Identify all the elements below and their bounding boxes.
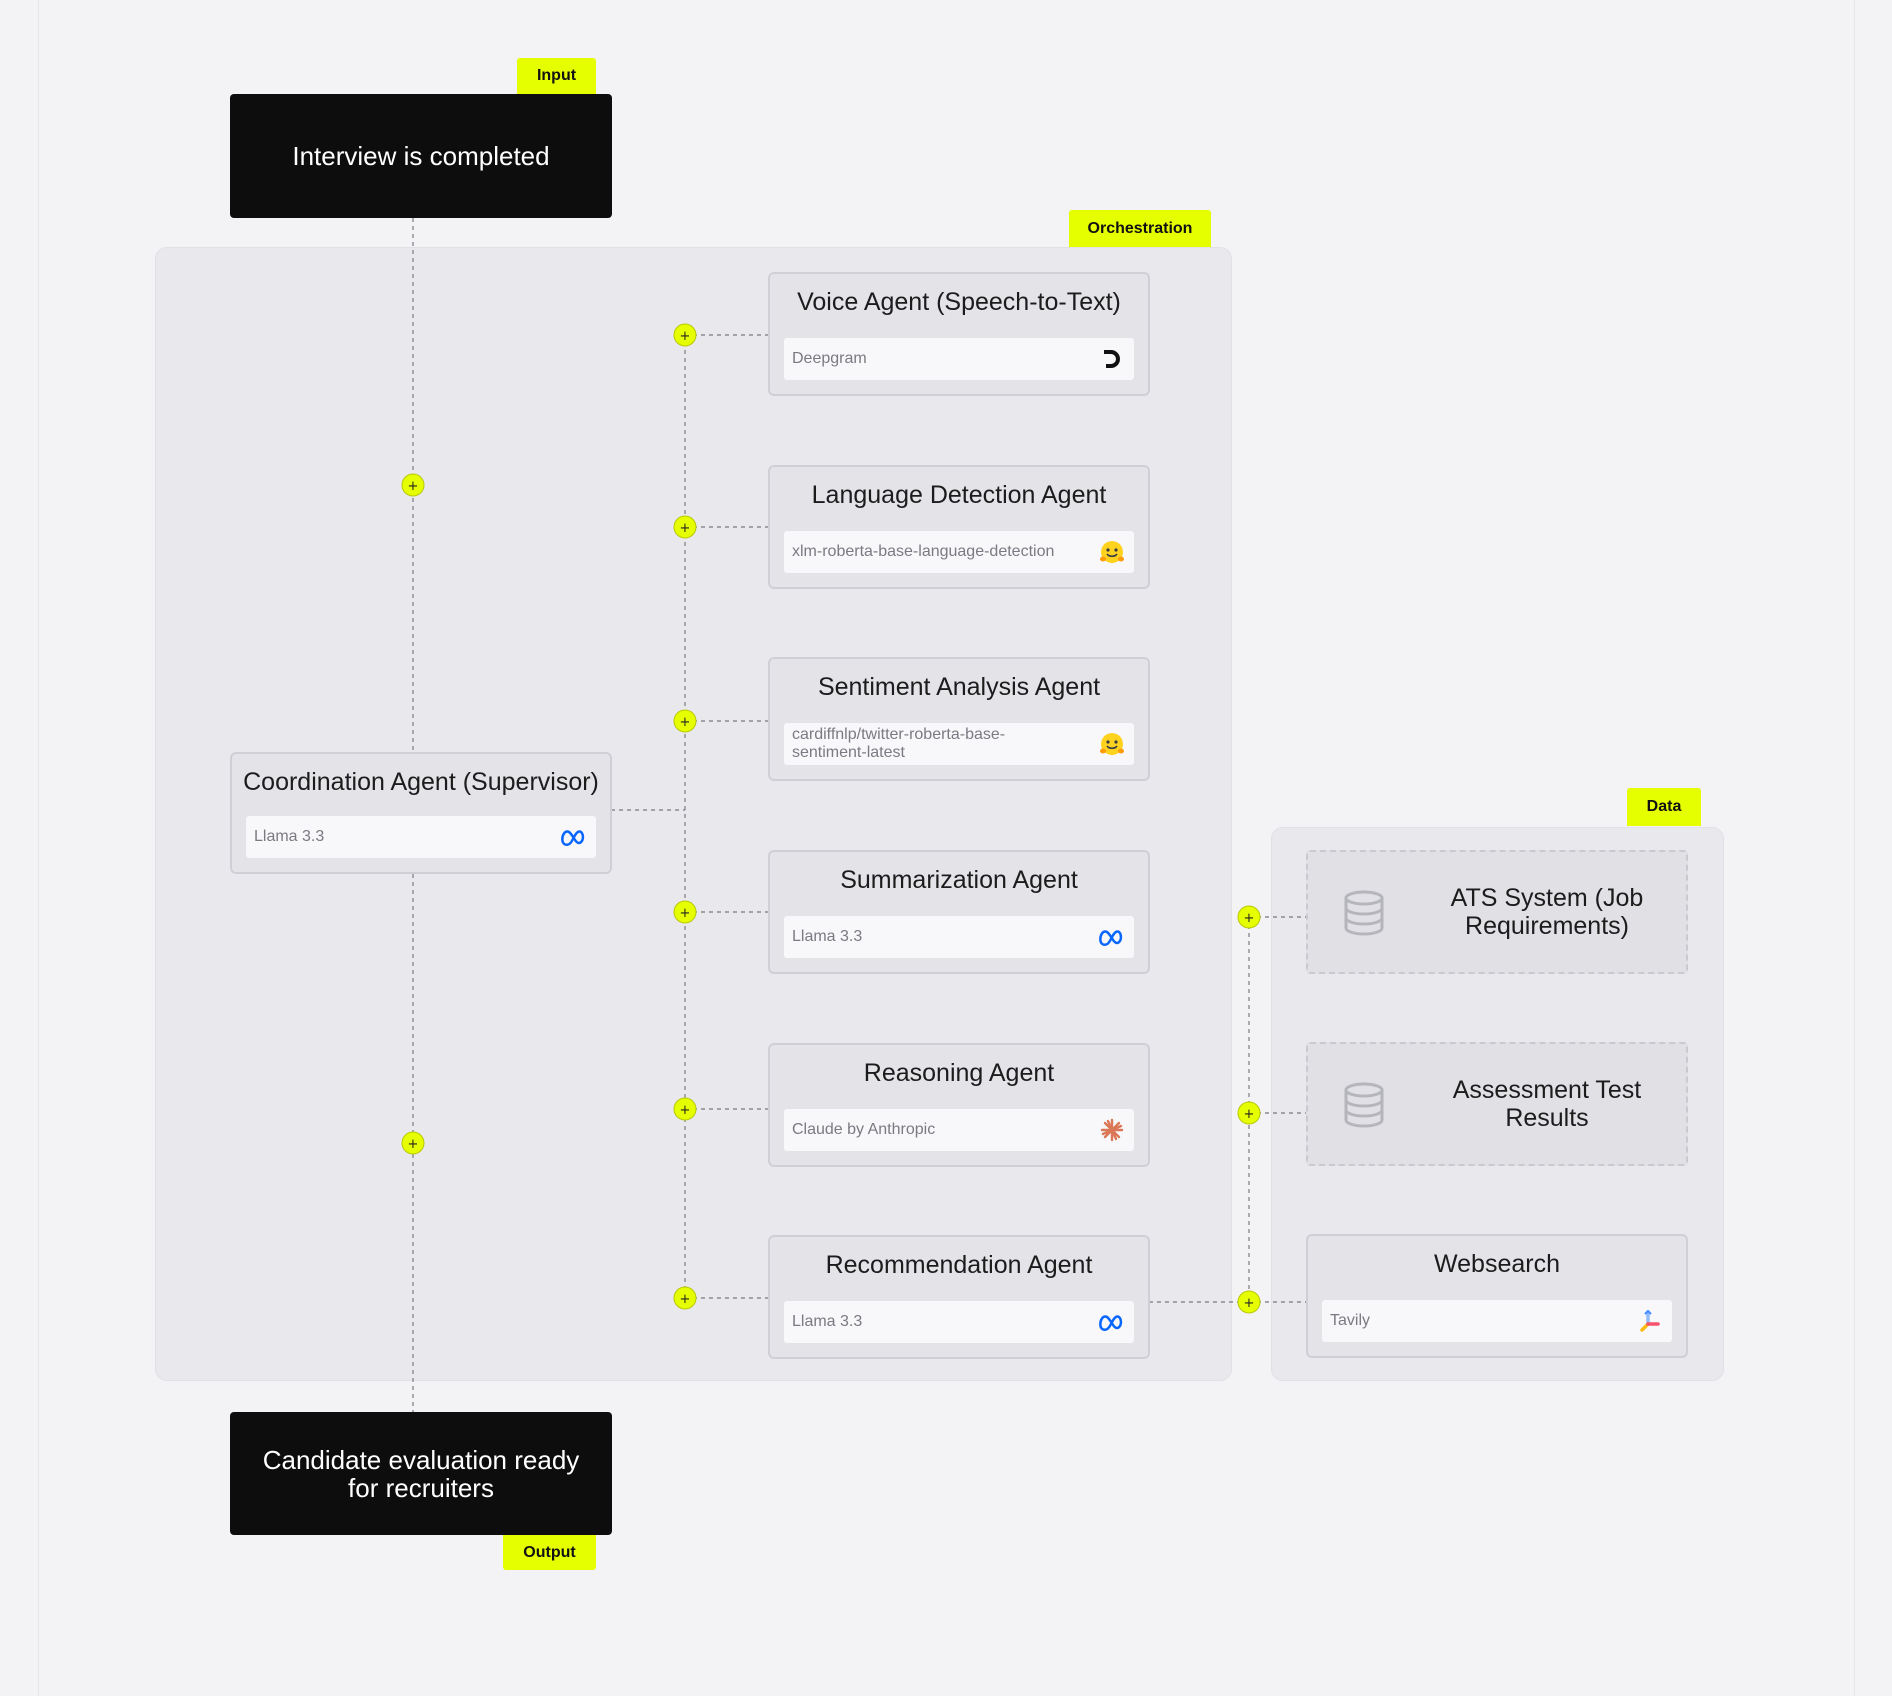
svg-text:+: + [680, 715, 691, 730]
flow-dot [401, 1131, 425, 1155]
huggingface-icon [1098, 730, 1126, 758]
agent-model: Deepgram [792, 350, 867, 367]
output-tag: Output [503, 1535, 596, 1570]
svg-text:+: + [408, 479, 419, 494]
svg-text:+: + [408, 1137, 419, 1152]
svg-text:+: + [680, 1292, 691, 1307]
flow-dot [673, 900, 697, 924]
coordinator-title: Coordination Agent (Supervisor) [243, 768, 599, 796]
flow-dot [1237, 1101, 1261, 1125]
agent-model-field: cardiffnlp/twitter-roberta-base-sentimen… [784, 723, 1134, 765]
websearch-model: Tavily [1330, 1312, 1371, 1329]
anthropic-icon [1098, 1116, 1126, 1144]
svg-text:+: + [680, 329, 691, 344]
agent-model: Claude by Anthropic [792, 1121, 936, 1138]
agent-model-field: Llama 3.3 [784, 916, 1134, 958]
agent-title: Sentiment Analysis Agent [817, 673, 1101, 701]
flow-dot [673, 1097, 697, 1121]
websearch-model-field: Tavily [1322, 1300, 1672, 1342]
output-box: Candidate evaluation ready for recruiter… [230, 1412, 612, 1535]
agent-card-summarization[interactable]: Summarization Agent Llama 3.3 [768, 850, 1150, 974]
data-card-assessment[interactable]: Assessment Test Results [1306, 1042, 1688, 1166]
agent-title: Reasoning Agent [863, 1059, 1055, 1087]
flow-dot [1237, 905, 1261, 929]
coordinator-model-field: Llama 3.3 [246, 816, 596, 858]
agent-model: cardiffnlp/twitter-roberta-base-sentimen… [792, 726, 1006, 761]
data-card-ats[interactable]: ATS System (Job Requirements) [1306, 850, 1688, 974]
input-tag: Input [517, 58, 596, 94]
flow-dot [401, 473, 425, 497]
websearch-card[interactable]: Websearch Tavily [1306, 1234, 1688, 1358]
svg-text:+: + [680, 1103, 691, 1118]
meta-icon [1098, 1308, 1126, 1336]
svg-text:+: + [680, 906, 691, 921]
agent-title: Summarization Agent [840, 866, 1078, 894]
input-box: Interview is completed [230, 94, 612, 218]
data-tag: Data [1627, 788, 1701, 826]
coordinator-card[interactable]: Coordination Agent (Supervisor) Llama 3.… [230, 752, 612, 874]
flow-dot [673, 1286, 697, 1310]
orchestration-tag: Orchestration [1069, 210, 1211, 247]
deepgram-icon [1098, 345, 1126, 373]
agent-model-field: xlm-roberta-base-language-detection [784, 531, 1134, 573]
data-source-title: Assessment Test Results [1452, 1076, 1642, 1132]
agent-model: Llama 3.3 [792, 1313, 863, 1330]
database-icon [1344, 1082, 1384, 1128]
meta-icon [1098, 923, 1126, 951]
agent-card-voice[interactable]: Voice Agent (Speech-to-Text) Deepgram [768, 272, 1150, 396]
page-edge-left [38, 0, 39, 1696]
agent-model-field: Llama 3.3 [784, 1301, 1134, 1343]
agent-model-field: Deepgram [784, 338, 1134, 380]
agent-model: Llama 3.3 [792, 928, 863, 945]
page-edge-right [1854, 0, 1855, 1696]
svg-text:+: + [1244, 1107, 1255, 1122]
agent-model-field: Claude by Anthropic [784, 1109, 1134, 1151]
agent-card-sentiment-analysis[interactable]: Sentiment Analysis Agent cardiffnlp/twit… [768, 657, 1150, 781]
coordinator-model: Llama 3.3 [254, 828, 325, 845]
tavily-icon [1636, 1307, 1664, 1335]
svg-text:+: + [680, 521, 691, 536]
database-icon [1344, 890, 1384, 936]
flow-dot [1237, 1290, 1261, 1314]
flow-dot [673, 515, 697, 539]
data-source-title: ATS System (Job Requirements) [1450, 884, 1644, 940]
agent-title: Recommendation Agent [825, 1251, 1093, 1279]
huggingface-icon [1098, 538, 1126, 566]
flow-dot [673, 323, 697, 347]
agent-card-recommendation[interactable]: Recommendation Agent Llama 3.3 [768, 1235, 1150, 1359]
agent-card-reasoning[interactable]: Reasoning Agent Claude by Anthropic [768, 1043, 1150, 1167]
svg-text:+: + [1244, 1296, 1255, 1311]
agent-card-language-detection[interactable]: Language Detection Agent xlm-roberta-bas… [768, 465, 1150, 589]
agent-title: Language Detection Agent [811, 481, 1107, 509]
agent-model: xlm-roberta-base-language-detection [792, 543, 1055, 560]
meta-icon [560, 823, 588, 851]
agent-title: Voice Agent (Speech-to-Text) [797, 288, 1121, 316]
websearch-title: Websearch [1434, 1250, 1560, 1278]
svg-text:+: + [1244, 911, 1255, 926]
flow-dot [673, 709, 697, 733]
